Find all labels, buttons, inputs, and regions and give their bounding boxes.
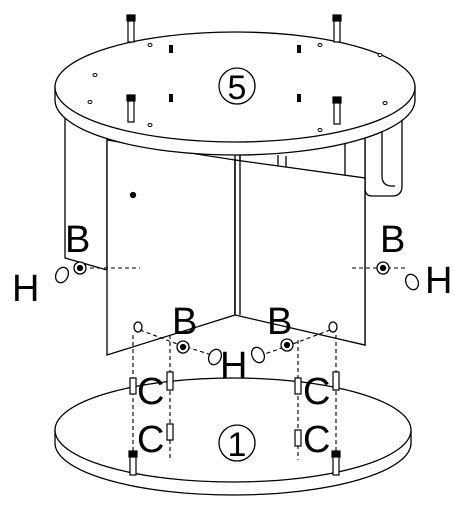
label-h-left: H [12,268,39,310]
label-b-right: B [380,219,405,261]
label-c-right-lower: C [303,419,330,461]
bottom-panel-number-circle [218,424,256,462]
right-front-panel [234,159,366,346]
bottom-panel [54,377,412,496]
center-post [234,150,241,315]
top-panel-number: 5 [228,69,247,107]
dowel-icon [128,371,341,476]
label-b-center-right: B [267,301,292,343]
label-b-left: B [65,219,90,261]
top-panel-number-circle [218,67,256,105]
left-front-panel [106,139,236,356]
label-h-center: H [220,345,247,387]
bottom-panel-number: 1 [228,426,247,464]
cam-lock-icon [73,261,390,354]
top-panel: 5 [54,14,416,156]
label-c-left-lower: C [137,419,164,461]
label-h-right: H [425,260,452,302]
cam-bolt-icon [126,14,342,125]
cover-cap-icon [54,266,420,366]
label-c-left-upper: C [137,371,164,413]
label-c-right-upper: C [303,371,330,413]
label-b-center-left: B [172,301,197,343]
